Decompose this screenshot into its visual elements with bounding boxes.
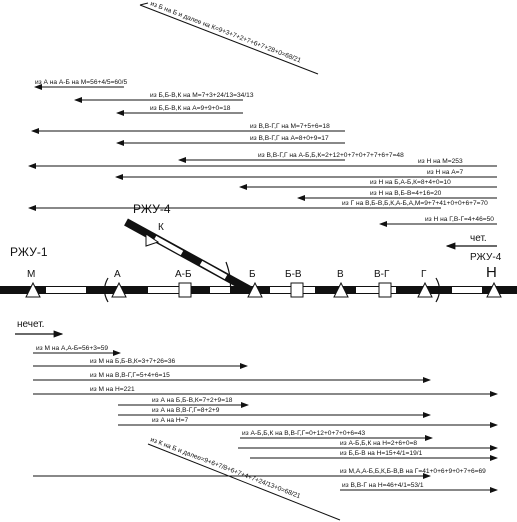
- station-marker: [486, 281, 502, 298]
- flow-line-label: из М на В,В-Г,Г=5+4+6=15: [90, 372, 170, 379]
- signal-k: [145, 233, 160, 247]
- top-flow-lines: из А на А-Б на М=56+4/5=60/5 из Б,Б-В,К …: [28, 79, 497, 227]
- flow-line: из Б,Б-В на Н=15+4/1=19/1: [250, 450, 498, 461]
- rzhu1-label: РЖУ-1: [10, 245, 48, 259]
- station-label: Н: [486, 264, 497, 281]
- flow-line-label: из Б,Б-В,К на М=7+3+24/13=34/13: [150, 92, 254, 99]
- flow-line: из М на В,В-Г,Г=5+4+6=15: [33, 372, 431, 383]
- flow-line: из Г на В,Б-В,Б,К,А-Б,А,М=9+7+41+0+0+6+7…: [28, 200, 488, 211]
- track-bracket-right: [435, 277, 441, 303]
- station-marker: [378, 282, 392, 298]
- flow-line: из Н на А=7: [115, 169, 497, 180]
- flow-line: из М на Н=221: [33, 386, 498, 397]
- flow-line: из Б,Б-В,К на А=9+9+0=18: [116, 105, 243, 116]
- rzhu4-right-label: РЖУ-4: [470, 252, 502, 263]
- flow-line: из М,А,А-Б,Б,К,Б-В,В на Г=41+0+6+9+0+7+6…: [33, 468, 486, 479]
- flow-line-label: из Б,Б-В на Н=15+4/1=19/1: [340, 450, 423, 457]
- k-label: К: [158, 222, 164, 233]
- flow-line: из В,В-Г на Н=46+4/1=53/1: [340, 482, 498, 493]
- flow-line-label: из В,В-Г,Г на А-Б,Б,К=2+12+0+7+0+7+7+6+7…: [258, 152, 404, 159]
- flow-line-label: из Н на В,Б-В=4+16=20: [370, 190, 442, 197]
- flow-line: из А-Б,Б,К на В,В-Г,Г=0+12+0+7+0+6=43: [240, 430, 433, 441]
- station-label: Б-В: [285, 269, 302, 280]
- flow-line-label: из А на Н=7: [152, 417, 189, 424]
- flow-line-label: из В,В-Г,Г на А=8+0+9=17: [250, 135, 329, 142]
- bottom-diagonal-text: из К на Б и далее=9+6+7/8+6+7+4+7+24/13+…: [149, 436, 301, 500]
- top-diagonal-annotation: из Б на Б и далее на К=9+3+7+2+7+6+7+28+…: [139, 0, 319, 75]
- station-marker: [290, 282, 304, 298]
- stations: М А А-Б Б Б-В В В-Г Г Н: [25, 264, 502, 298]
- station-marker: [111, 281, 127, 298]
- bottom-flow-lines: из М на А,А-Б=56+3=59 из М на Б,Б-В,К=3+…: [33, 345, 498, 493]
- station-marker: [247, 281, 263, 298]
- direction-nechet: нечет.: [15, 319, 64, 338]
- flow-line-label: из Н на М=253: [418, 158, 463, 165]
- flow-line-label: из В,В-Г на Н=46+4/1=53/1: [342, 482, 424, 489]
- flow-line: из Н на Г,В-Г=4+46=50: [379, 216, 497, 227]
- track-bracket-left: [103, 277, 109, 303]
- nechet-label: нечет.: [17, 319, 44, 330]
- flow-line-label: из А на А-Б на М=56+4/5=60/5: [35, 79, 128, 86]
- flow-line: из А на В,В-Г,Г=8+2+9: [118, 407, 431, 418]
- flow-line-label: из М на А,А-Б=56+3=59: [36, 345, 108, 352]
- flow-line-label: из Н на А=7: [427, 169, 464, 176]
- flow-line: из В,В-Г,Г на А-Б,Б,К=2+12+0+7+0+7+7+6+7…: [178, 152, 404, 163]
- top-diagonal-text: из Б на Б и далее на К=9+3+7+2+7+6+7+28+…: [149, 0, 302, 64]
- station-label: Б: [249, 269, 256, 280]
- station-label: В: [337, 269, 344, 280]
- rzhu4-left-label: РЖУ-4: [133, 202, 171, 216]
- flow-line-label: из Н на Б,А-Б,К=8+4+0=10: [370, 179, 451, 186]
- station-marker: [333, 281, 349, 298]
- flow-line-label: из А на Б,Б-В,К=7+2+9=18: [152, 397, 233, 404]
- flow-line: из В,В-Г,Г на А=8+0+9=17: [116, 135, 345, 146]
- flow-line: из А на Н=7: [118, 417, 498, 428]
- flow-line-label: из М на Н=221: [90, 386, 135, 393]
- flow-line-label: из Г на В,Б-В,Б,К,А-Б,А,М=9+7+41+0+0+6+7…: [342, 200, 488, 207]
- station-marker: [417, 281, 433, 298]
- station-label: В-Г: [374, 269, 390, 280]
- flow-line: из А-Б,Б,К на Н=2+6+0=8: [238, 440, 498, 451]
- flow-line: из Б,Б-В,К на М=7+3+24/13=34/13: [74, 92, 254, 103]
- flow-line: из Н на М=253: [28, 158, 497, 169]
- branch-track-k: РЖУ-4 К: [124, 202, 252, 294]
- station-label: А: [114, 269, 121, 280]
- flow-line-label: из А-Б,Б,К на Н=2+6+0=8: [340, 440, 417, 447]
- flow-line-label: из А на В,В-Г,Г=8+2+9: [152, 407, 220, 414]
- flow-line: из Н на Б,А-Б,К=8+4+0=10: [239, 179, 497, 190]
- station-marker: [178, 282, 192, 298]
- flow-line-label: из М на Б,Б-В,К=3+7+26=36: [90, 358, 175, 365]
- station-marker: [25, 281, 41, 298]
- flow-line: из Н на В,Б-В=4+16=20: [297, 190, 497, 201]
- flow-line: из М на Б,Б-В,К=3+7+26=36: [33, 358, 248, 369]
- flow-line-label: из М,А,А-Б,Б,К,Б-В,В на Г=41+0+6+9+0+7+6…: [340, 468, 486, 475]
- flow-line: из А на А-Б на М=56+4/5=60/5: [34, 79, 128, 90]
- flow-line-label: из В,В-Г,Г на М=7+5+6=18: [250, 123, 330, 130]
- station-label: А-Б: [175, 269, 192, 280]
- direction-chet: чет.: [445, 233, 497, 250]
- chet-label: чет.: [470, 233, 487, 244]
- flow-line: из М на А,А-Б=56+3=59: [33, 345, 121, 356]
- station-label: М: [27, 269, 35, 280]
- flow-line-label: из А-Б,Б,К на В,В-Г,Г=0+12+0+7+0+6=43: [242, 430, 366, 437]
- flow-line-label: из Н на Г,В-Г=4+46=50: [425, 216, 494, 223]
- station-label: Г: [421, 269, 427, 280]
- bottom-diagonal-annotation: из К на Б и далее=9+6+7/8+6+7+4+7+24/13+…: [147, 436, 341, 521]
- flow-line: из А на Б,Б-В,К=7+2+9=18: [118, 397, 249, 408]
- flow-line-label: из Б,Б-В,К на А=9+9+0=18: [150, 105, 231, 112]
- flow-line: из В,В-Г,Г на М=7+5+6=18: [31, 123, 345, 134]
